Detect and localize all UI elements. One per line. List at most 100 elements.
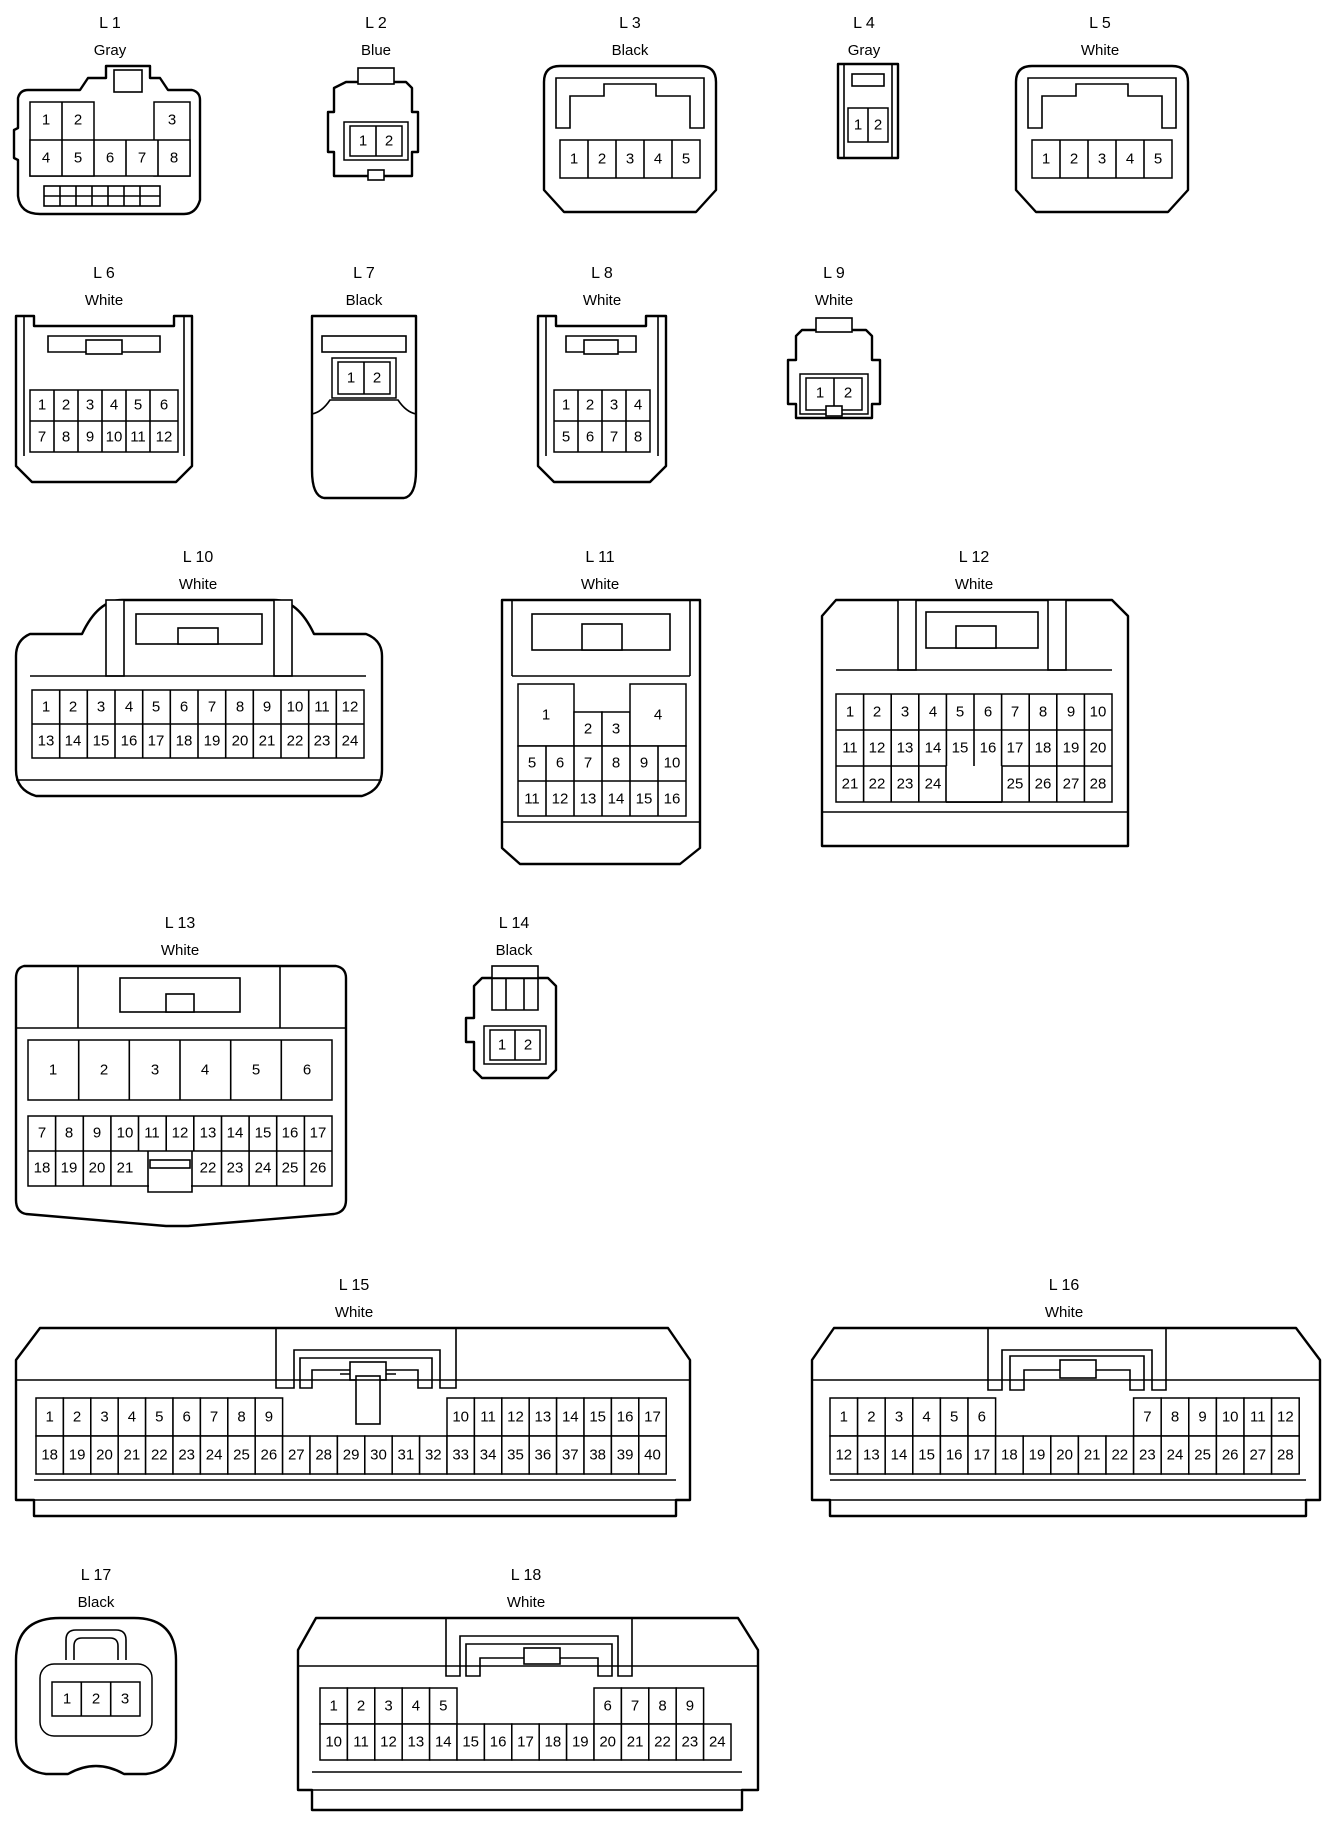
pin-number: 32: [425, 1447, 442, 1464]
svg-text:24: 24: [342, 733, 359, 750]
svg-text:8: 8: [612, 755, 620, 772]
svg-text:12: 12: [869, 740, 886, 757]
pin-number: 17: [644, 1409, 661, 1426]
pin-number: 7: [1143, 1409, 1151, 1426]
pin-number: 1: [840, 1409, 848, 1426]
svg-text:12: 12: [172, 1125, 189, 1142]
pin-number: 15: [918, 1447, 935, 1464]
svg-text:3: 3: [612, 721, 620, 738]
pin-cell: [884, 1397, 914, 1437]
pin-number: 19: [1029, 1447, 1046, 1464]
pin-number: 12: [380, 1734, 397, 1751]
pin-number: 27: [288, 1447, 305, 1464]
pin-number: 5: [439, 1698, 447, 1715]
svg-text:11: 11: [842, 740, 858, 757]
svg-text:3: 3: [121, 1691, 129, 1708]
svg-text:8: 8: [65, 1125, 73, 1142]
connector-l9-color: White: [815, 292, 853, 309]
svg-text:2: 2: [598, 151, 606, 168]
svg-text:22: 22: [869, 776, 886, 793]
pin-cell: [418, 1435, 448, 1475]
pin-number: 8: [1171, 1409, 1179, 1426]
svg-text:4: 4: [42, 150, 50, 167]
svg-text:13: 13: [200, 1125, 217, 1142]
pin-number: 6: [604, 1698, 612, 1715]
connector-l12-name: L 12: [959, 549, 990, 566]
connector-l8-color: White: [583, 292, 621, 309]
svg-text:1: 1: [38, 397, 46, 414]
pin-number: 5: [155, 1409, 163, 1426]
pin-cell: [172, 1397, 202, 1437]
connector-l6-color: White: [85, 292, 123, 309]
pin-number: 36: [535, 1447, 552, 1464]
pin-number: 9: [686, 1698, 694, 1715]
svg-text:12: 12: [156, 429, 173, 446]
svg-text:16: 16: [282, 1125, 299, 1142]
svg-text:23: 23: [314, 733, 331, 750]
pin-cell: [994, 1435, 1024, 1475]
connector-l13-color: White: [161, 942, 199, 959]
pin-cell: [144, 1435, 174, 1475]
svg-text:1: 1: [816, 385, 824, 402]
svg-text:8: 8: [62, 429, 70, 446]
pin-cell: [675, 1723, 705, 1761]
pin-number: 7: [210, 1409, 218, 1426]
l10-grid-lines: [58, 690, 338, 758]
svg-text:14: 14: [925, 740, 942, 757]
pin-number: 17: [973, 1447, 990, 1464]
pin-number: 31: [398, 1447, 415, 1464]
pin-number: 17: [517, 1734, 534, 1751]
svg-text:16: 16: [980, 740, 997, 757]
svg-text:2: 2: [69, 699, 77, 716]
pin-number: 9: [265, 1409, 273, 1426]
pin-number: 22: [654, 1734, 671, 1751]
connector-l9-name: L 9: [823, 265, 845, 282]
pin-cell: [939, 1435, 969, 1475]
pin-cell: [1270, 1435, 1300, 1475]
svg-text:11: 11: [314, 699, 330, 716]
svg-text:13: 13: [580, 791, 597, 808]
svg-text:4: 4: [654, 151, 662, 168]
svg-text:5: 5: [134, 397, 142, 414]
connector-l5-color: White: [1081, 42, 1119, 59]
pin-number: 15: [462, 1734, 479, 1751]
pin-number: 16: [490, 1734, 507, 1751]
l12-grid-lines: [862, 694, 1086, 802]
svg-text:15: 15: [93, 733, 110, 750]
svg-text:23: 23: [897, 776, 914, 793]
svg-text:6: 6: [556, 755, 564, 772]
pin-number: 33: [452, 1447, 469, 1464]
svg-text:3: 3: [610, 397, 618, 414]
pin-number: 34: [480, 1447, 497, 1464]
pin-number: 1: [46, 1409, 54, 1426]
svg-text:19: 19: [1063, 740, 1080, 757]
svg-text:1: 1: [854, 117, 862, 134]
connector-l7-color: Black: [346, 292, 383, 309]
svg-text:25: 25: [1007, 776, 1024, 793]
svg-text:15: 15: [636, 791, 653, 808]
pin-number: 16: [946, 1447, 963, 1464]
svg-text:7: 7: [1011, 704, 1019, 721]
svg-text:5: 5: [682, 151, 690, 168]
svg-text:5: 5: [1154, 151, 1162, 168]
pin-number: 21: [627, 1734, 644, 1751]
pin-number: 2: [73, 1409, 81, 1426]
svg-text:3: 3: [626, 151, 634, 168]
pin-cell: [856, 1397, 886, 1437]
pin-number: 1: [330, 1698, 338, 1715]
svg-text:18: 18: [176, 733, 193, 750]
pin-number: 18: [41, 1447, 58, 1464]
svg-text:14: 14: [608, 791, 625, 808]
svg-text:1: 1: [347, 370, 355, 387]
svg-text:12: 12: [342, 699, 359, 716]
pin-cell: [702, 1723, 732, 1761]
svg-text:10: 10: [664, 755, 681, 772]
connector-l8-name: L 8: [591, 265, 613, 282]
